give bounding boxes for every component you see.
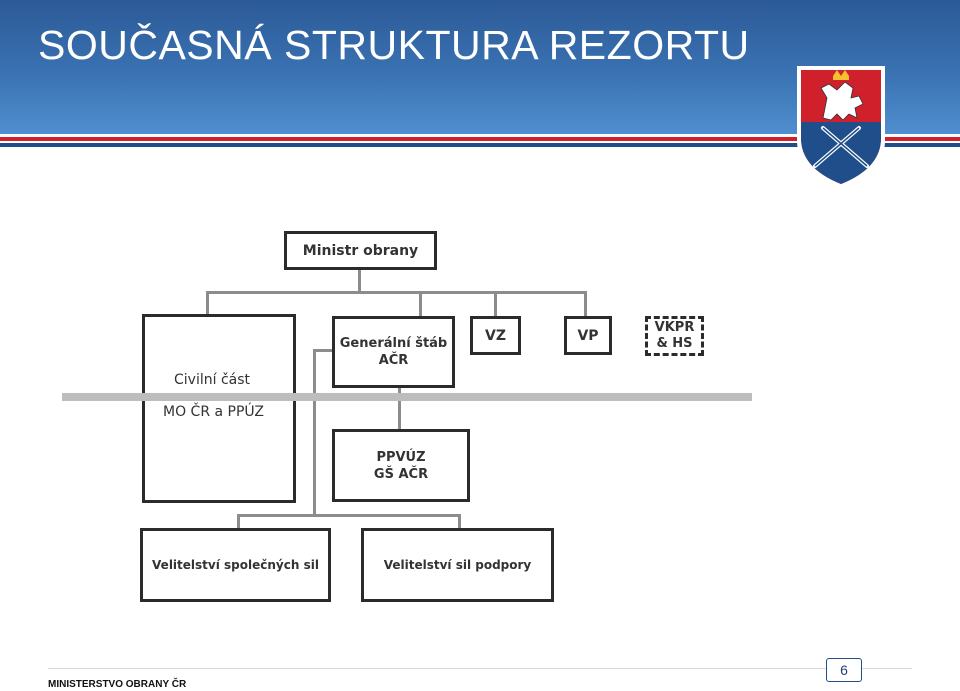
civil-label-1: Civilní část <box>174 372 251 388</box>
connector-vp <box>584 291 587 317</box>
connector-general-staff <box>419 291 422 317</box>
connector-vz <box>494 291 497 317</box>
connector-joint <box>237 514 240 530</box>
page-number: 6 <box>826 658 862 682</box>
vkpr-box: VKPR & HS <box>645 316 704 356</box>
vz-label: VZ <box>485 327 506 344</box>
support-forces-label: Velitelství sil podpory <box>383 558 532 572</box>
ppvuz-box: PPVÚZ GŠ AČR <box>332 429 470 502</box>
slide-title: SOUČASNÁ STRUKTURA REZORTU <box>38 22 750 68</box>
header-stripe-red <box>0 137 960 141</box>
general-staff-label-1: Generální štáb <box>339 336 448 351</box>
vp-box: VP <box>564 316 612 355</box>
support-forces-box: Velitelství sil podpory <box>361 528 554 602</box>
vp-label: VP <box>577 327 599 344</box>
civil-box <box>142 314 296 503</box>
connector-gs-to-ppvuz <box>398 387 401 431</box>
connector-bottom-bus <box>237 514 461 517</box>
vz-box: VZ <box>470 316 521 355</box>
connector-civil <box>206 291 209 315</box>
civil-label-2: MO ČR a PPÚZ <box>163 404 265 420</box>
ppvuz-label-1: PPVÚZ <box>376 449 426 465</box>
connector-gs-left <box>314 349 334 352</box>
joint-forces-label: Velitelství společných sil <box>152 558 319 572</box>
connector-support <box>458 514 461 530</box>
ppvuz-label-2: GŠ AČR <box>373 466 429 482</box>
footer-rule <box>48 668 912 669</box>
header-stripe-white-2 <box>0 141 960 143</box>
header-stripe-blue <box>0 143 960 147</box>
general-staff-label-2: AČR <box>378 353 409 368</box>
civil-military-divider <box>62 393 752 401</box>
connector-minister-down <box>358 268 361 292</box>
minister-box: Ministr obrany <box>284 231 437 270</box>
ministry-coat-of-arms-icon <box>797 66 885 190</box>
footer-ministry: MINISTERSTVO OBRANY ČR <box>48 679 187 690</box>
minister-label: Ministr obrany <box>302 242 419 259</box>
connector-top-bus <box>206 291 587 294</box>
vkpr-label-1: VKPR <box>654 320 695 335</box>
header-stripe-white <box>0 134 960 137</box>
vkpr-label-2: & HS <box>656 336 693 351</box>
joint-forces-box: Velitelství společných sil <box>140 528 331 602</box>
general-staff-box: Generální štáb AČR <box>332 316 455 388</box>
connector-gs-vertical <box>313 349 316 515</box>
